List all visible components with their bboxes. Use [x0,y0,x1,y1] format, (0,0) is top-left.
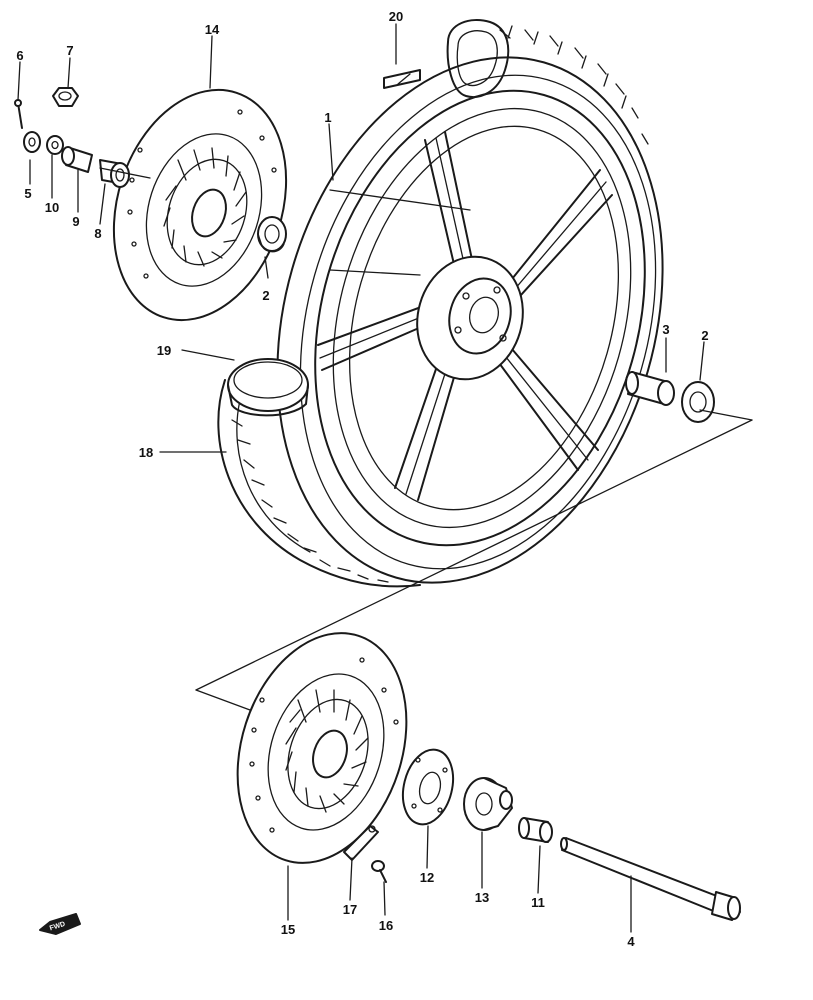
part-20-valve [383,69,421,89]
part-10-washer [46,135,64,155]
label-part-2-upper: 2 [262,288,269,303]
fwd-label: FWD [49,921,66,933]
label-part-14: 14 [205,22,220,37]
part-3-spacer [625,371,675,406]
label-part-10: 10 [45,200,59,215]
label-part-18: 18 [139,445,153,460]
part-9-spacer [61,146,93,173]
part-5-nut [23,131,41,153]
part-2-bearing-right [681,381,715,423]
label-part-1: 1 [324,110,331,125]
assembly-guide-lines [99,167,753,711]
label-part-16: 16 [379,918,393,933]
tread-pattern [231,25,649,583]
label-part-12: 12 [420,870,434,885]
label-part-5: 5 [24,186,31,201]
label-part-9: 9 [72,214,79,229]
label-part-17: 17 [343,902,357,917]
part-7-nut [52,87,79,107]
part-6-pin [14,99,23,129]
rim-lip-top [446,19,510,98]
part-2-bearing-upper [257,216,287,253]
label-part-20: 20 [389,9,403,24]
label-part-2-right: 2 [701,328,708,343]
brake-disc-15 [236,632,408,864]
label-part-15: 15 [281,922,295,937]
part-13-speedometer-gearbox [463,777,513,831]
forward-direction-arrow: FWD [39,913,81,935]
leader-lines [17,23,705,933]
label-part-3: 3 [662,322,669,337]
label-part-6: 6 [16,48,23,63]
wheel-hub [416,255,524,381]
label-part-4: 4 [627,934,635,949]
part-12-retainer [401,748,455,826]
label-part-7: 7 [66,43,73,58]
wheel-rim [314,89,646,547]
part-17-lock-washer [343,825,379,861]
part-labels: 1 2 2 3 4 5 6 7 8 9 10 11 12 13 14 15 16… [16,9,708,949]
label-part-13: 13 [475,890,489,905]
part-4-axle [560,837,741,921]
label-part-11: 11 [531,895,545,910]
label-part-8: 8 [94,226,101,241]
label-part-19: 19 [157,343,171,358]
part-8-collar [99,159,130,188]
brake-disc-14 [112,88,288,322]
part-16-bolt [371,860,387,883]
part-11-spacer [518,817,553,843]
tire [217,25,664,588]
tire-tube-19 [227,358,309,417]
